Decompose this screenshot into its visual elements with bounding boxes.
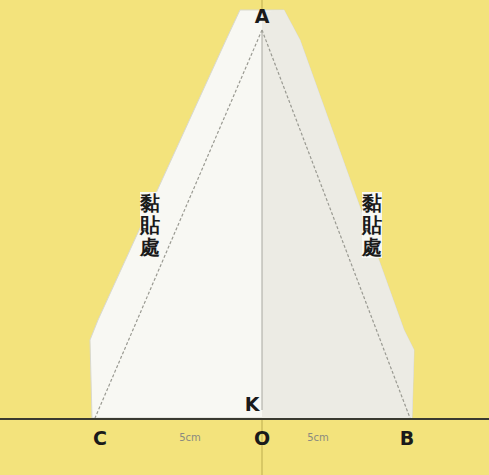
glue-edge-line — [95, 30, 262, 418]
point-label: O — [254, 429, 270, 448]
point-label: C — [93, 429, 107, 448]
base-line — [0, 418, 489, 420]
point-label: B — [400, 429, 414, 448]
glue-edge-line — [262, 30, 410, 418]
paper-sheet — [90, 10, 414, 418]
dimension-label: 5cm — [307, 433, 329, 443]
center-line — [262, 30, 263, 410]
dimension-label: 5cm — [179, 433, 201, 443]
point-label: K — [245, 395, 260, 414]
glue-area-label: 黏貼處 — [140, 192, 160, 258]
point-label: A — [255, 7, 270, 26]
paper-half-shade — [262, 10, 414, 418]
glue-area-label: 黏貼處 — [362, 192, 382, 258]
